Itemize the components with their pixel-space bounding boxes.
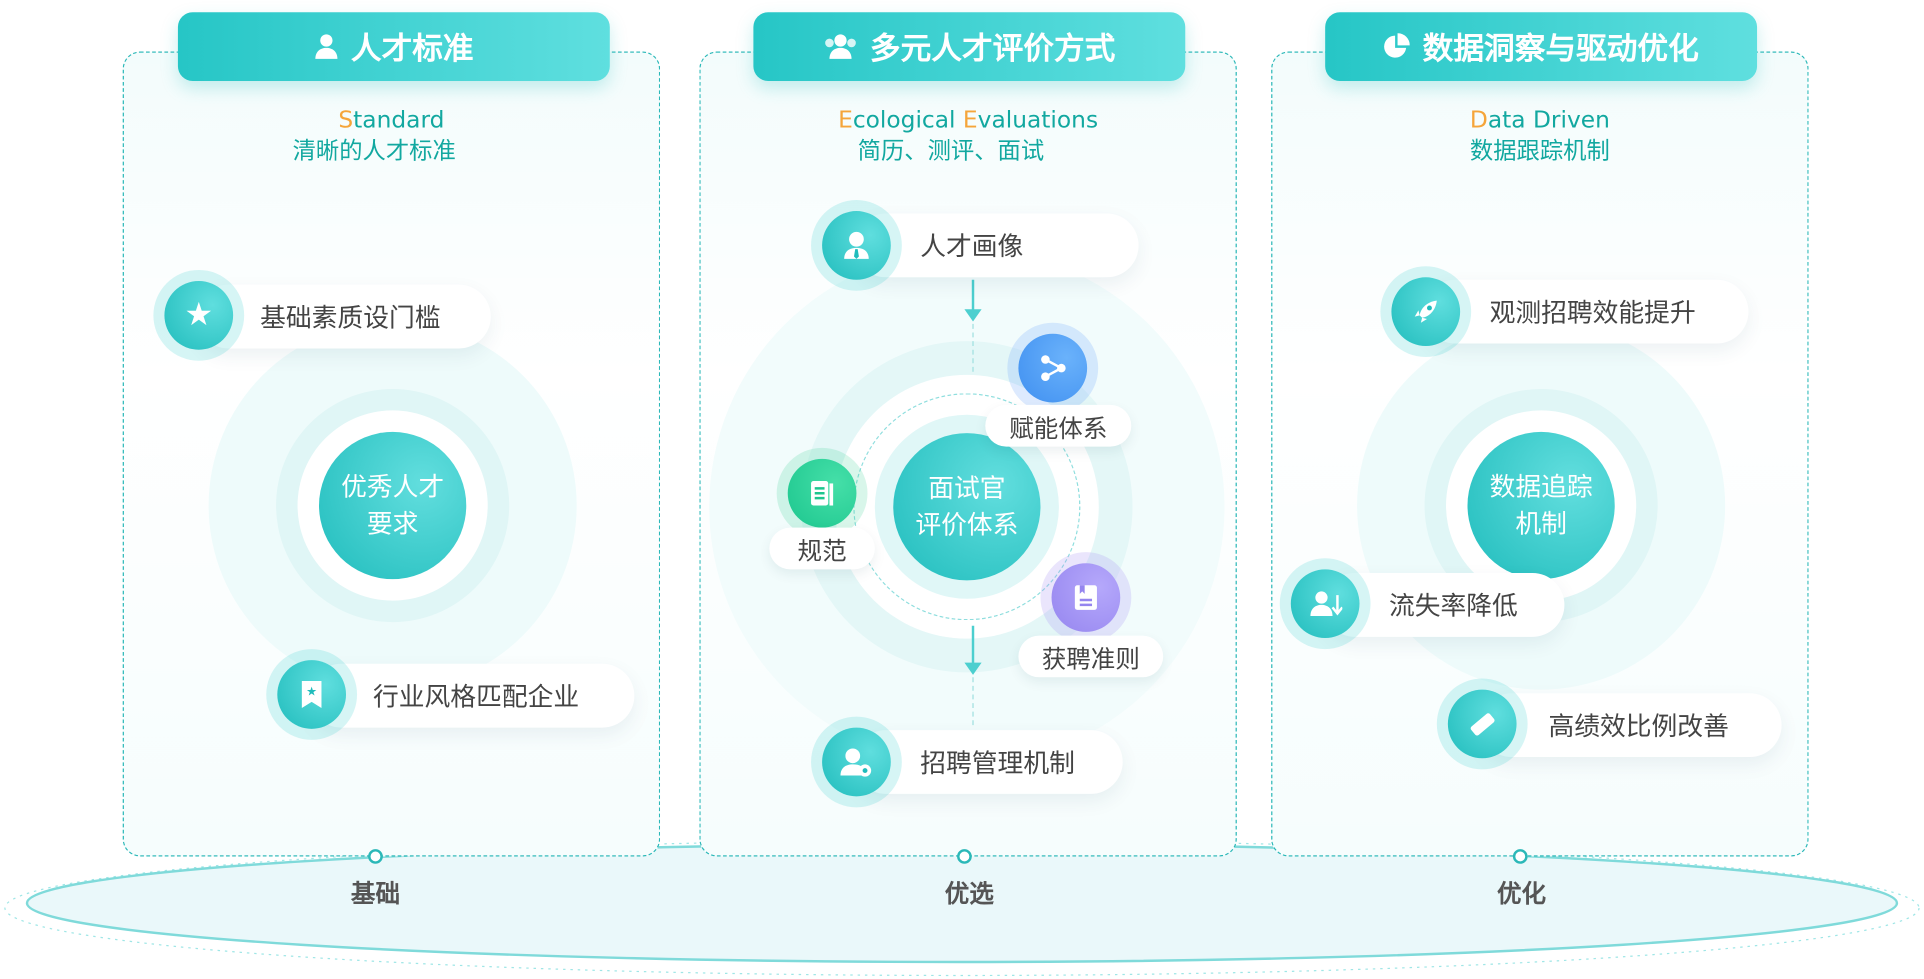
tab-data-insight: 数据洞察与驱动优化 xyxy=(1325,12,1758,81)
stage-label: 优化 xyxy=(1496,878,1547,908)
label-hiring-criteria: 获聘准则 xyxy=(1018,635,1164,678)
stage-dot xyxy=(1512,849,1528,864)
core-circle: 优秀人才要求 xyxy=(319,431,467,580)
star-icon: ★ xyxy=(153,269,245,361)
item-talent-portrait: 人才画像 xyxy=(853,213,1139,278)
svg-text:★: ★ xyxy=(306,685,317,699)
subtitle-en: Standard xyxy=(338,106,445,134)
bookmark-star-icon: ★ xyxy=(266,649,358,740)
stage-dot xyxy=(957,849,972,864)
core-circle: 数据追踪机制 xyxy=(1467,431,1615,580)
tab-title: 多元人才评价方式 xyxy=(869,30,1116,67)
flow-arrows xyxy=(964,279,982,729)
rocket-icon xyxy=(1380,266,1472,358)
book-icon xyxy=(1040,552,1132,643)
item-high-performance: 高绩效比例改善 xyxy=(1479,693,1782,758)
item-industry-match: 行业风格匹配企业 xyxy=(309,663,635,728)
item-attrition-down: 流失率降低 xyxy=(1322,573,1565,637)
users-icon xyxy=(825,34,856,59)
pie-chart-icon xyxy=(1384,33,1411,58)
user-gear-icon xyxy=(811,716,902,808)
users-down-icon xyxy=(1279,558,1371,650)
tab-title: 人才标准 xyxy=(350,30,474,67)
user-icon xyxy=(315,34,338,59)
share-icon xyxy=(1007,322,1099,414)
label-empowerment: 赋能体系 xyxy=(985,404,1132,447)
stage-dot xyxy=(368,849,383,864)
subtitle-en: Ecological Evaluations xyxy=(838,106,1099,134)
subtitle-cn: 清晰的人才标准 xyxy=(292,137,456,165)
item-basic-threshold: 基础素质设门槛 xyxy=(196,284,491,349)
person-tie-icon xyxy=(811,200,902,291)
tab-title: 数据洞察与驱动优化 xyxy=(1422,30,1699,67)
subtitle-en: Data Driven xyxy=(1469,106,1610,134)
document-icon xyxy=(776,447,868,539)
stage-label: 基础 xyxy=(350,878,401,908)
dashed-orbit xyxy=(853,393,1081,621)
subtitle-cn: 简历、测评、面试 xyxy=(857,137,1045,165)
tab-talent-standard: 人才标准 xyxy=(177,12,610,81)
item-recruit-management: 招聘管理机制 xyxy=(853,730,1123,794)
ruler-icon xyxy=(1436,678,1528,770)
item-recruit-efficiency: 观测招聘效能提升 xyxy=(1423,279,1749,344)
subtitle-cn: 数据跟踪机制 xyxy=(1469,137,1610,165)
stage-label: 优选 xyxy=(944,878,994,908)
tab-evaluation-methods: 多元人才评价方式 xyxy=(753,12,1186,81)
label-standards: 规范 xyxy=(769,527,875,570)
core-circle: 面试官评价体系 xyxy=(893,433,1041,581)
